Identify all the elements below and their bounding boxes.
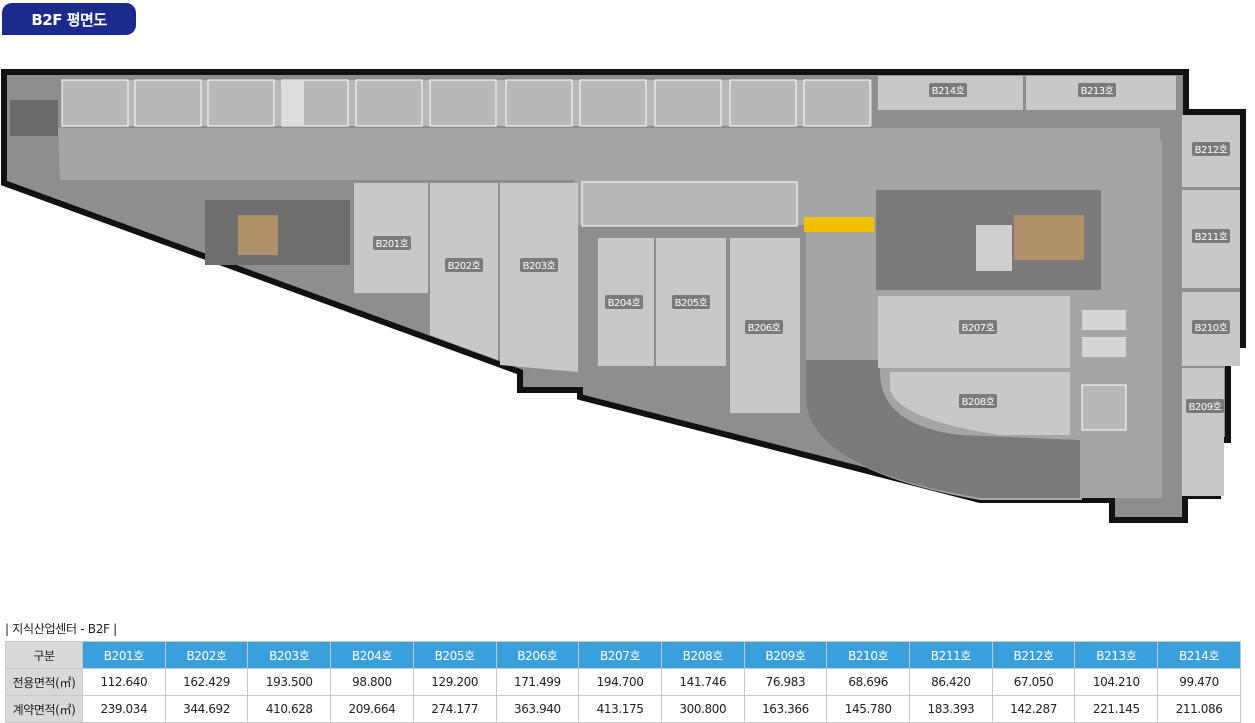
table-cell: 239.034 (82, 695, 166, 723)
col-header: B204호 (330, 641, 414, 669)
accessible-parking-1 (1082, 310, 1126, 330)
yellow-stripe (804, 217, 874, 232)
col-header: B202호 (164, 641, 249, 669)
col-header: B209호 (743, 641, 828, 669)
table-cell: 413.175 (578, 695, 662, 723)
row-label: 계약면적(㎡) (5, 695, 83, 723)
table-cell: 171.499 (495, 668, 580, 696)
label-b213: B213호 (1081, 85, 1114, 97)
table-cell: 209.664 (330, 695, 414, 723)
table-cell: 163.366 (743, 695, 828, 723)
table-row: 전용면적(㎡) 112.640 162.429 193.500 98.800 1… (5, 668, 1241, 696)
unit-rooms (354, 76, 1240, 496)
col-header: B206호 (495, 641, 580, 669)
table-header-row: 구분 B201호 B202호 B203호 B204호 B205호 B206호 B… (5, 641, 1241, 669)
elevator (976, 225, 1012, 271)
col-header: B203호 (247, 641, 332, 669)
col-header: B207호 (578, 641, 662, 669)
label-b208: B208호 (962, 396, 995, 408)
table-cell: 99.470 (1157, 668, 1241, 696)
hatched-space (283, 81, 304, 125)
table-cell: 104.210 (1074, 668, 1159, 696)
label-b214: B214호 (932, 85, 965, 97)
label-b207: B207호 (962, 322, 995, 334)
unit-b209 (1182, 368, 1224, 496)
table-cell: 112.640 (82, 668, 166, 696)
table-cell: 221.145 (1074, 695, 1159, 723)
label-b202: B202호 (448, 260, 481, 272)
table-cell: 68.696 (826, 668, 911, 696)
table-cell: 142.287 (991, 695, 1076, 723)
table-cell: 129.200 (412, 668, 497, 696)
row-label: 전용면적(㎡) (5, 668, 83, 696)
table-cell: 363.940 (495, 695, 580, 723)
accessible-parking-2 (1082, 337, 1126, 357)
restroom-left (238, 215, 278, 255)
col-header: B205호 (412, 641, 497, 669)
area-table: 구분 B201호 B202호 B203호 B204호 B205호 B206호 B… (5, 641, 1241, 723)
col-header: B208호 (660, 641, 745, 669)
label-b210: B210호 (1195, 322, 1228, 334)
table-cell: 194.700 (578, 668, 662, 696)
table-cell: 300.800 (660, 695, 745, 723)
table-row: 계약면적(㎡) 239.034 344.692 410.628 209.664 … (5, 695, 1241, 723)
col-header: B212호 (991, 641, 1076, 669)
parking-right (1081, 384, 1127, 431)
stair-left (10, 100, 58, 136)
table-cell: 211.086 (1157, 695, 1241, 723)
table-cell: 344.692 (164, 695, 249, 723)
table-cell: 98.800 (330, 668, 414, 696)
label-b203: B203호 (523, 260, 556, 272)
unit-b203 (500, 183, 578, 372)
table-cell: 76.983 (743, 668, 828, 696)
label-b205: B205호 (675, 297, 708, 309)
ramp (806, 360, 1080, 498)
page-title: B2F 평면도 (2, 3, 136, 35)
unit-labels: B201호 B202호 B203호 B204호 B205호 B206호 B207… (373, 83, 1230, 413)
table-corner: 구분 (5, 641, 83, 669)
table-cell: 141.746 (660, 668, 745, 696)
table-caption: | 지식산업센터 - B2F | (5, 622, 117, 636)
parking-row-top (62, 80, 872, 126)
label-b211: B211호 (1195, 231, 1228, 243)
col-header: B213호 (1074, 641, 1159, 669)
label-b212: B212호 (1195, 144, 1228, 156)
table-cell: 274.177 (412, 695, 497, 723)
col-header: B201호 (82, 641, 166, 669)
label-b204: B204호 (608, 297, 641, 309)
label-b209: B209호 (1189, 401, 1222, 413)
table-cell: 193.500 (247, 668, 332, 696)
label-b206: B206호 (748, 322, 781, 334)
col-header: B214호 (1157, 641, 1241, 669)
floor-plan: B201호 B202호 B203호 B204호 B205호 B206호 B207… (0, 69, 1246, 523)
table-cell: 410.628 (247, 695, 332, 723)
parking-row-middle (581, 181, 798, 227)
table-cell: 145.780 (826, 695, 911, 723)
restroom-right (1014, 215, 1084, 260)
table-cell: 183.393 (909, 695, 993, 723)
col-header: B211호 (909, 641, 993, 669)
table-cell: 67.050 (991, 668, 1076, 696)
table-cell: 86.420 (909, 668, 993, 696)
table-cell: 162.429 (164, 668, 249, 696)
label-b201: B201호 (376, 238, 409, 250)
col-header: B210호 (826, 641, 911, 669)
